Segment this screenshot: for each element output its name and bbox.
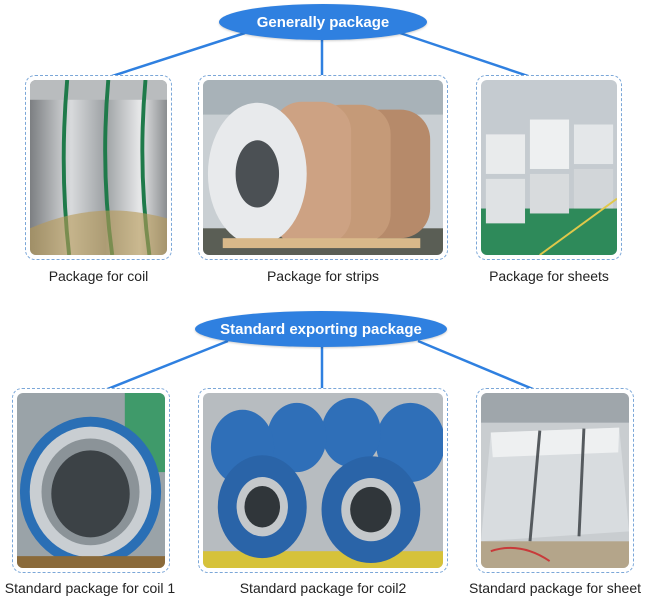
photo-package-strips [198, 75, 448, 260]
photo-export-coil-2 [198, 388, 448, 573]
caption-package-sheets: Package for sheets [489, 268, 609, 284]
steel-coil-photo [30, 80, 167, 255]
photo-export-coil-1 [12, 388, 170, 573]
section-title-general: Generally package [219, 4, 427, 40]
photo-package-coil [25, 75, 172, 260]
wrapped-strips-photo [203, 80, 443, 255]
caption-package-strips: Package for strips [266, 268, 380, 284]
blue-wrapped-coils-photo [203, 393, 443, 568]
photo-export-sheet [476, 388, 634, 573]
caption-package-coil: Package for coil [48, 268, 149, 284]
photo-package-sheets [476, 75, 622, 260]
caption-export-coil-2: Standard package for coil2 [239, 580, 407, 596]
export-coil-photo [17, 393, 165, 568]
strapped-sheet-stack-photo [481, 393, 629, 568]
caption-export-sheet: Standard package for sheet [468, 580, 641, 596]
section-title-export: Standard exporting package [195, 311, 447, 347]
sheet-pallets-photo [481, 80, 617, 255]
caption-export-coil-1: Standard package for coil 1 [4, 580, 176, 596]
